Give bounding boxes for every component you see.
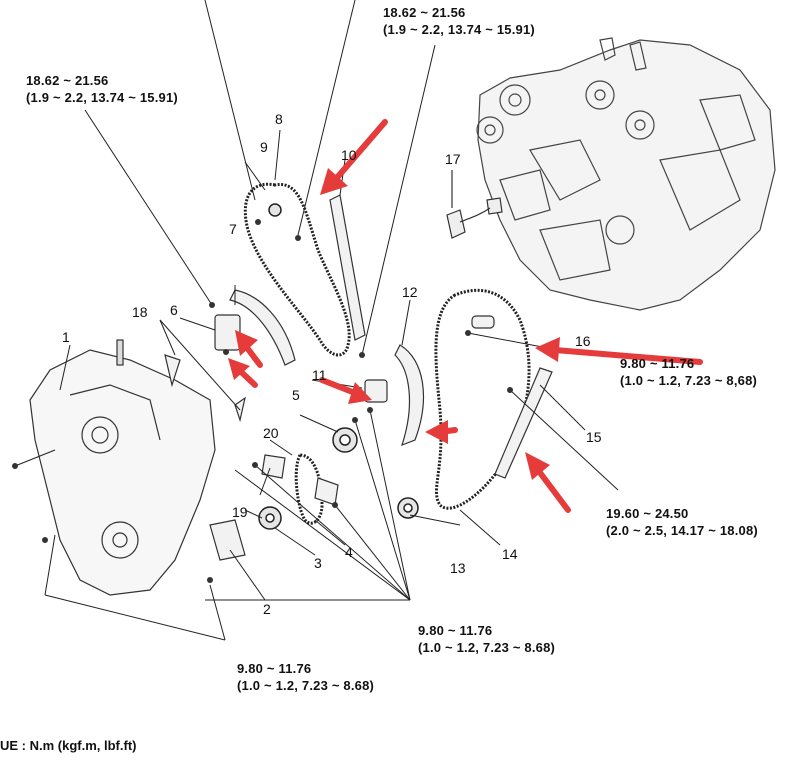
timing-chain-cover <box>29 339 216 596</box>
torque-value: 9.80 ~ 11.76 <box>418 623 493 638</box>
red-arrow-left-tensioner <box>228 330 263 388</box>
torque-value: 18.62 ~ 21.56 <box>383 5 466 20</box>
torque-label-bottom-center: 9.80 ~ 11.76 (1.0 ~ 1.2, 7.23 ~ 8.68) <box>418 622 555 656</box>
bolts <box>12 219 513 583</box>
torque-unit-note: UE : N.m (kgf.m, lbf.ft) <box>0 738 137 753</box>
torque-value-alt: (1.0 ~ 1.2, 7.23 ~ 8.68) <box>237 678 375 693</box>
torque-value-alt: (1.0 ~ 1.2, 7.23 ~ 8,68) <box>620 373 758 388</box>
part-number-6: 6 <box>170 302 178 318</box>
part-number-4: 4 <box>345 544 353 560</box>
torque-value-alt: (1.9 ~ 2.2, 13.74 ~ 15.91) <box>383 22 535 37</box>
part-number-7: 7 <box>229 221 237 237</box>
red-annotation-arrows <box>228 119 703 513</box>
part-number-13: 13 <box>450 560 466 576</box>
part-number-20: 20 <box>263 425 279 441</box>
torque-label-top-left: 18.62 ~ 21.56 (1.9 ~ 2.2, 13.74 ~ 15.91) <box>26 72 178 106</box>
red-arrow-chain-right <box>535 337 703 365</box>
torque-value: 9.80 ~ 11.76 <box>620 356 695 371</box>
torque-value: 18.62 ~ 21.56 <box>26 73 109 88</box>
part-number-8: 8 <box>275 111 283 127</box>
chain-guides <box>164 194 553 561</box>
torque-value: 9.80 ~ 11.76 <box>237 661 312 676</box>
torque-value-alt: (1.9 ~ 2.2, 13.74 ~ 15.91) <box>26 90 178 105</box>
leader-lines <box>14 0 619 641</box>
part-number-11: 11 <box>312 367 327 383</box>
sensor-17 <box>446 170 503 239</box>
part-number-3: 3 <box>314 555 322 571</box>
torque-label-bottom-left: 9.80 ~ 11.76 (1.0 ~ 1.2, 7.23 ~ 8.68) <box>237 660 374 694</box>
part-number-18: 18 <box>132 304 148 320</box>
red-arrow-tensioner-11 <box>319 377 372 404</box>
torque-value-alt: (1.0 ~ 1.2, 7.23 ~ 8.68) <box>418 640 556 655</box>
part-number-1: 1 <box>62 329 70 345</box>
torque-value-alt: (2.0 ~ 2.5, 14.17 ~ 18.08) <box>606 523 758 538</box>
torque-label-lower-right: 19.60 ~ 24.50 (2.0 ~ 2.5, 14.17 ~ 18.08) <box>606 505 758 539</box>
torque-label-mid-right: 9.80 ~ 11.76 (1.0 ~ 1.2, 7.23 ~ 8,68) <box>620 355 757 389</box>
part-number-2: 2 <box>263 601 271 617</box>
engine-block <box>476 37 776 311</box>
part-number-10: 10 <box>341 147 357 163</box>
torque-value: 19.60 ~ 24.50 <box>606 506 689 521</box>
part-number-9: 9 <box>260 139 268 155</box>
part-number-16: 16 <box>575 333 591 349</box>
part-number-19: 19 <box>232 504 248 520</box>
red-arrow-guide-12 <box>425 420 458 444</box>
red-arrow-upper-guide <box>320 119 388 195</box>
timing-chains <box>243 182 531 525</box>
part-number-5: 5 <box>292 387 300 403</box>
part-number-15: 15 <box>586 429 602 445</box>
torque-label-top-right: 18.62 ~ 21.56 (1.9 ~ 2.2, 13.74 ~ 15.91) <box>383 4 535 38</box>
part-number-17: 17 <box>445 151 461 167</box>
part-number-14: 14 <box>502 546 518 562</box>
part-number-12: 12 <box>402 284 418 300</box>
red-arrow-guide-15 <box>525 452 571 513</box>
sprockets <box>258 203 419 530</box>
